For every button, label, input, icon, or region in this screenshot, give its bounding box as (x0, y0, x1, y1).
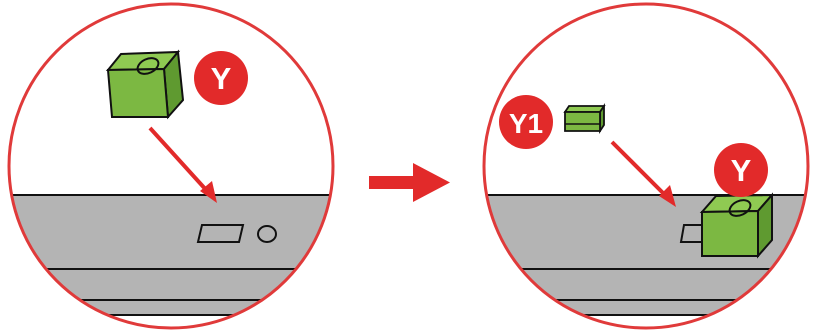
badge-label: Y1 (509, 108, 543, 139)
screw-hole-icon (136, 57, 160, 75)
badge-y-right: Y (714, 143, 768, 197)
badge-circle (194, 51, 248, 105)
green-block-icon (699, 192, 775, 259)
badge-label: Y (731, 153, 752, 188)
diagonal-arrow-icon (148, 126, 217, 203)
badge-circle (714, 143, 768, 197)
right-detail-circle: Y1 Y (482, 2, 810, 330)
badge-y1: Y1 (499, 95, 553, 149)
green-block-icon (105, 49, 185, 120)
diagonal-arrow-icon (610, 140, 676, 207)
screw-hole-icon (728, 199, 752, 217)
badge-label: Y (211, 61, 232, 96)
left-round-hole (257, 225, 277, 243)
right-circle-border (482, 2, 810, 330)
left-circle-border (7, 2, 335, 330)
small-cover-icon (563, 103, 606, 134)
left-slot-opening (196, 224, 245, 243)
badge-circle (499, 95, 553, 149)
right-arrow-icon (369, 163, 450, 202)
badge-y-left: Y (194, 51, 248, 105)
left-detail-circle: Y (7, 2, 335, 330)
